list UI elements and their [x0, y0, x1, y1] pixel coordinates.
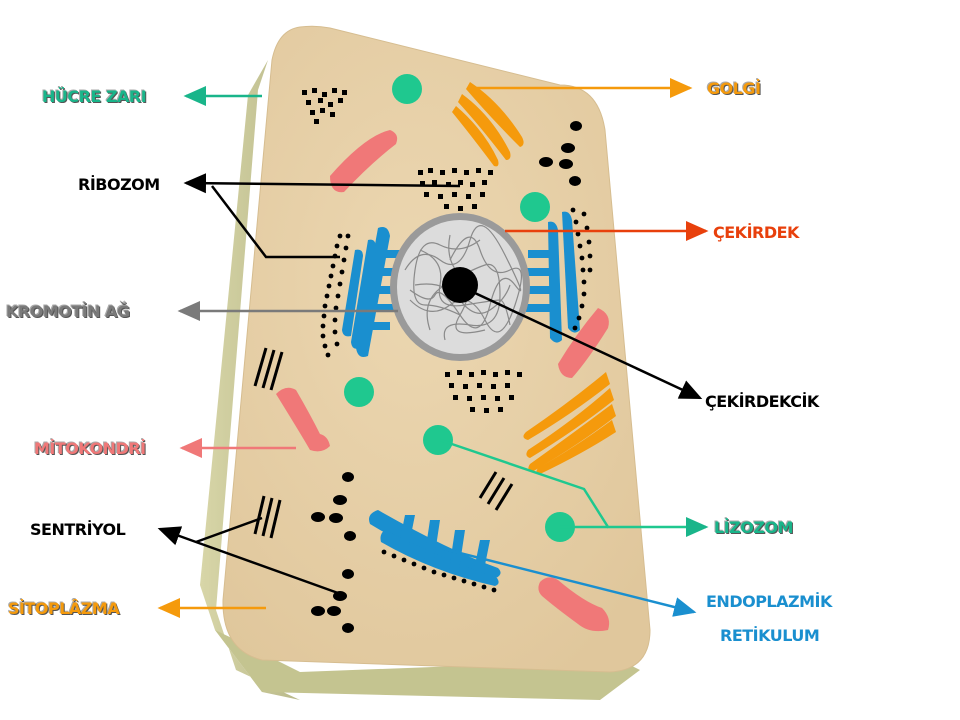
- er-bottom: [369, 510, 501, 586]
- er-pointer: [439, 546, 697, 617]
- label-sitoplazma: SİTOPLÂZMA: [8, 599, 120, 618]
- label-lizozom: LİZOZOM: [714, 518, 793, 537]
- label-kromotin-ag: KROMOTİN AĞ: [6, 302, 130, 321]
- er-bottom-ribosomes: [381, 549, 497, 593]
- lizozom-pointer: [439, 438, 709, 537]
- sentriyol-pointer-2: [195, 516, 263, 544]
- nucleolus: [442, 267, 478, 303]
- cekirdekcik-pointer: [461, 285, 703, 400]
- label-cekirdekcik: ÇEKİRDEKCİK: [705, 392, 819, 411]
- er-left: [342, 227, 402, 357]
- ribosome-cluster-center-top: [418, 168, 493, 211]
- label-sentriyol: SENTRİYOL: [30, 520, 126, 539]
- label-golgi: GOLGİ: [707, 79, 761, 98]
- ribozom-pointer: [183, 173, 461, 194]
- nucleus: [390, 213, 530, 361]
- centriole-left: [253, 347, 284, 391]
- vesicles-right: [539, 121, 582, 186]
- label-cekirdek: ÇEKİRDEK: [713, 223, 799, 242]
- ribosome-cluster-center-bottom: [445, 370, 522, 413]
- er-ribosome-dots: [320, 207, 593, 358]
- label-hucre-zari: HÜCRE ZARI: [42, 87, 147, 106]
- golgi-top: [452, 82, 524, 167]
- cell-side-face: [200, 60, 300, 700]
- cell-bottom-face: [215, 630, 640, 700]
- golgi-bottom: [523, 372, 616, 474]
- ribozom-pointer-2: [211, 185, 340, 259]
- centriole-center: [478, 471, 514, 511]
- centriole-bottom-left: [253, 495, 282, 539]
- label-endoplazmik: ENDOPLAZMİK: [706, 592, 832, 611]
- ribosome-cluster-top-left: [302, 88, 347, 124]
- er-right: [526, 211, 580, 343]
- label-retikulum: RETİKULUM: [720, 626, 820, 645]
- label-ribozom: RİBOZOM: [78, 175, 160, 194]
- vesicles-bottom: [311, 472, 356, 633]
- label-mitokondri: MİTOKONDRİ: [34, 439, 146, 458]
